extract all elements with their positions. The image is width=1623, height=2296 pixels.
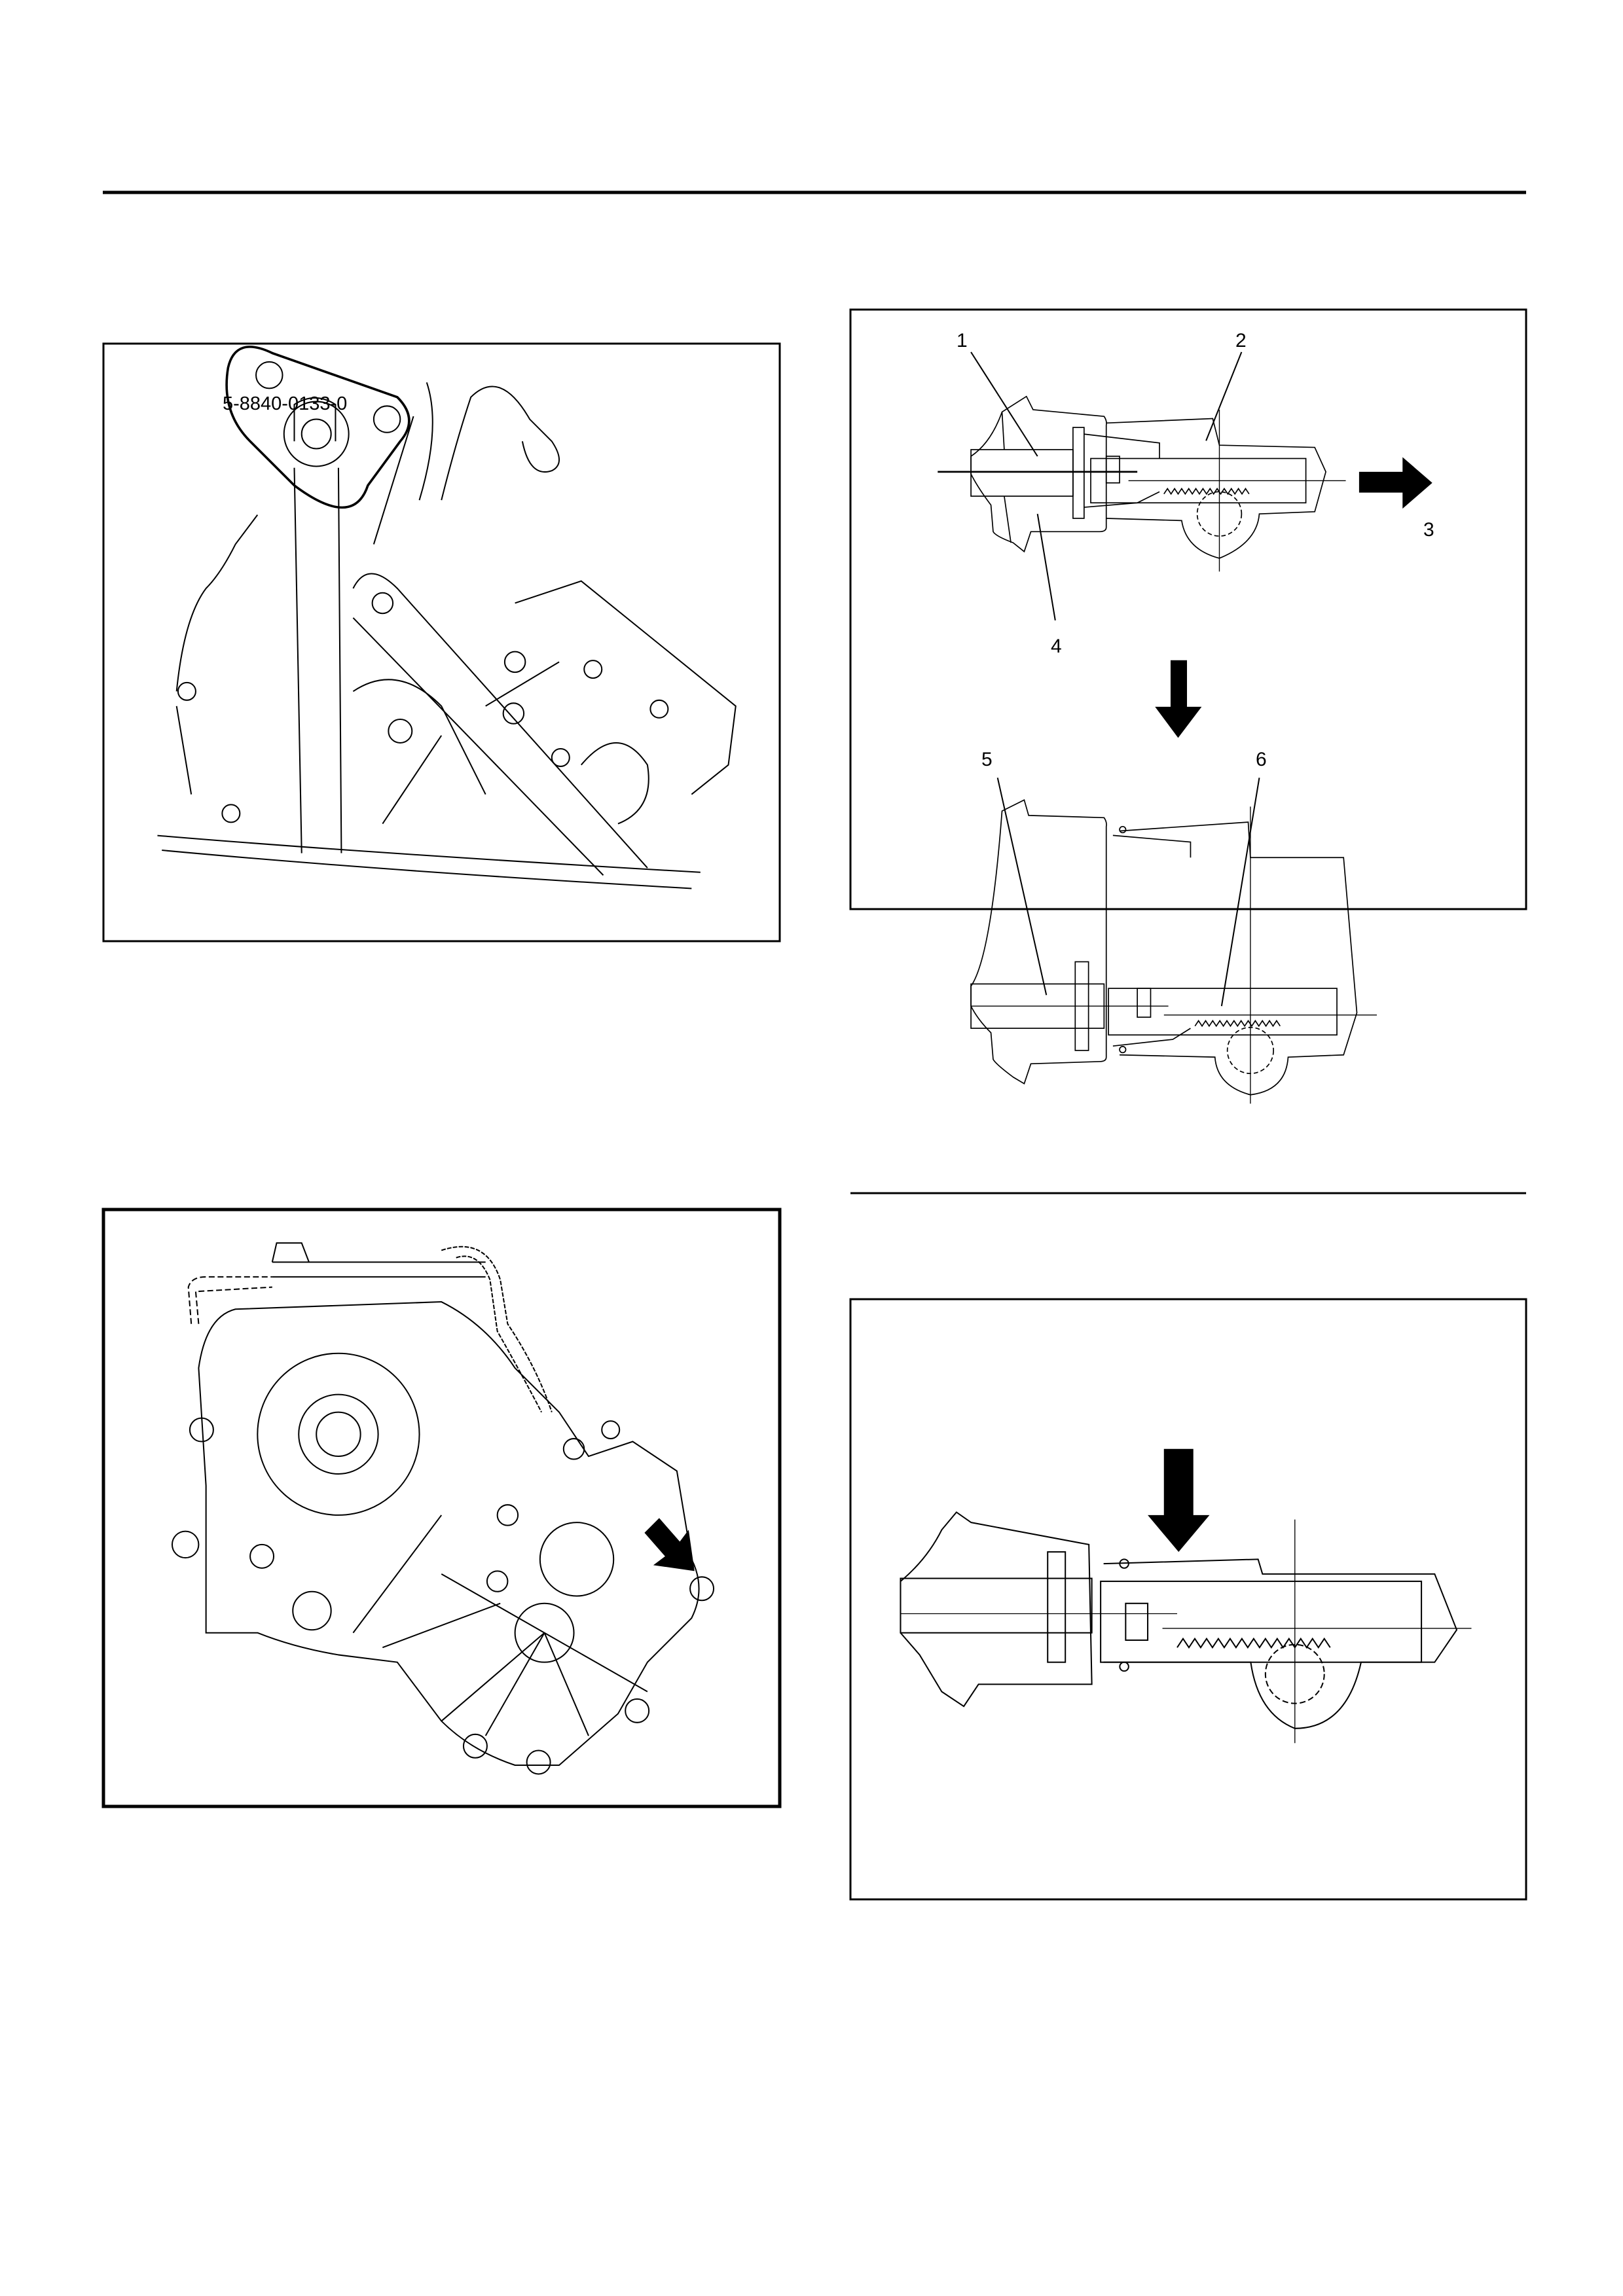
leader-2 — [1205, 351, 1243, 441]
lower-assembly — [970, 778, 1377, 1104]
breather-hose — [187, 1276, 272, 1324]
transmission-case — [175, 514, 737, 825]
rod-slot — [1125, 1602, 1149, 1641]
bolt — [462, 1733, 488, 1759]
tool-leader-line — [373, 416, 414, 545]
leader-5 — [996, 778, 1048, 996]
actuator-motor — [539, 1522, 615, 1597]
bolt — [562, 1438, 585, 1460]
upper-assembly — [938, 351, 1432, 620]
housing-flange — [900, 1511, 1093, 1708]
o-ring — [1119, 1046, 1127, 1054]
bolt — [255, 361, 283, 389]
callout-6: 6 — [1256, 749, 1267, 770]
bolt — [388, 719, 413, 744]
o-ring — [1119, 825, 1127, 834]
callout-3: 3 — [1423, 519, 1434, 541]
figure-4-frame — [849, 1298, 1527, 1901]
figure-2-shift-rod-sequence: 1 2 3 4 5 6 — [849, 308, 1527, 1104]
arrow-down-icon — [1148, 1448, 1210, 1552]
figure-1-special-tool-installation: 5-8840-0133-0 — [102, 342, 781, 942]
shift-body — [1106, 418, 1326, 559]
shaft — [900, 1577, 1093, 1634]
bolt — [601, 1420, 621, 1440]
o-ring — [1119, 1558, 1129, 1569]
arrow-right-icon — [1359, 457, 1432, 509]
transmission-case — [198, 1301, 700, 1767]
tool-handle — [293, 397, 337, 442]
bolt — [625, 1698, 650, 1723]
bolt — [502, 702, 525, 725]
bolt — [171, 1530, 200, 1559]
figure-2-frame — [849, 308, 1527, 910]
bolt — [503, 651, 526, 673]
output-flange — [257, 1352, 420, 1516]
rod-slot — [1105, 456, 1120, 484]
bolt — [292, 1590, 332, 1631]
figure-3-transfer-case-rear-view — [101, 1208, 782, 1808]
output-nut — [316, 1411, 361, 1458]
rod-slot — [1137, 988, 1152, 1018]
wrench-plate-icon — [225, 346, 410, 509]
ground-line — [157, 834, 701, 889]
callout-2: 2 — [1235, 330, 1247, 351]
rod — [1100, 1581, 1423, 1663]
pinion-gear-icon — [1196, 491, 1243, 537]
output-flange-hub — [298, 1393, 379, 1475]
rack-teeth — [1176, 1637, 1331, 1649]
ribs — [352, 1515, 648, 1736]
bolt — [551, 747, 570, 767]
bolt — [486, 1570, 509, 1592]
flange-plate — [1047, 1551, 1067, 1663]
housing-inner — [1001, 412, 1012, 543]
pipe — [271, 1242, 486, 1278]
o-ring — [1119, 1661, 1129, 1672]
bolt — [689, 1576, 715, 1602]
housing-flange — [970, 395, 1107, 553]
housing-flange — [970, 798, 1107, 1085]
breaker-bar — [352, 573, 648, 876]
bolt — [649, 699, 669, 719]
bolt — [371, 592, 394, 615]
rear-hub — [514, 1602, 575, 1663]
figure-4-shift-rod-installed — [849, 1298, 1527, 1901]
arrow-down-icon — [1155, 660, 1202, 738]
callout-5: 5 — [981, 749, 993, 770]
flange-plate — [1072, 427, 1085, 519]
bolt — [583, 660, 603, 679]
bolt — [249, 1543, 275, 1569]
bolt — [496, 1504, 519, 1526]
extension-bar — [293, 467, 342, 853]
bolt — [189, 1417, 214, 1443]
figure-1-frame — [102, 342, 781, 942]
rack-teeth — [1163, 488, 1250, 495]
shift-body — [1119, 821, 1358, 1096]
leader-4 — [1036, 514, 1056, 620]
tool-part-number-label: 5-8840-0133-0 — [223, 393, 347, 414]
bolt — [526, 1749, 551, 1775]
rod — [1108, 988, 1338, 1036]
callout-1: 1 — [957, 330, 968, 351]
leader-1 — [970, 351, 1038, 457]
shift-body-inner — [1112, 834, 1192, 1047]
callout-4: 4 — [1051, 636, 1062, 657]
arrow-icon — [644, 1518, 695, 1571]
bolt — [221, 804, 241, 823]
wire-harness — [441, 1246, 553, 1413]
socket — [283, 401, 350, 467]
wire-harness — [418, 382, 560, 501]
shift-body-inner — [1084, 433, 1160, 508]
rack-teeth — [1194, 1020, 1281, 1028]
shaft-1 — [970, 449, 1074, 497]
leader-6 — [1220, 778, 1260, 1007]
figure-3-frame — [101, 1208, 782, 1808]
socket-inner — [301, 418, 332, 450]
bolt — [177, 681, 196, 701]
bolt — [373, 405, 401, 433]
